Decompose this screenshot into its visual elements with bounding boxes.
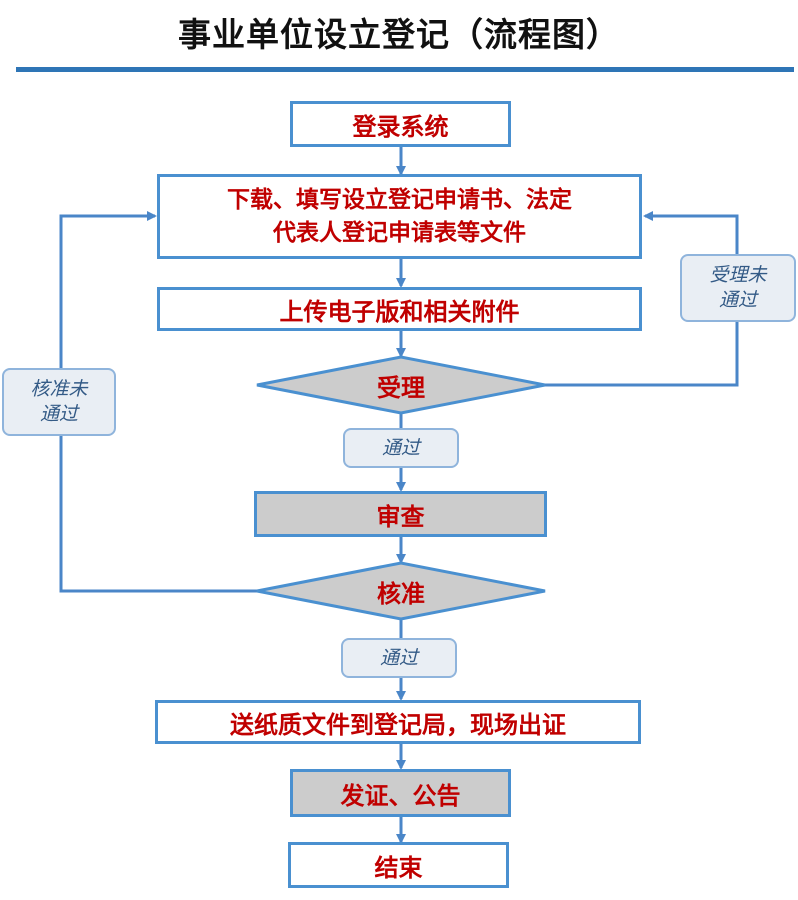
step-issue-label: 发证、公告 (340, 781, 461, 810)
step-end: 结束 (288, 842, 509, 888)
step-login-label: 登录系统 (352, 112, 449, 141)
step-download-line2: 代表人登记申请表等文件 (273, 219, 526, 246)
step-login: 登录系统 (290, 101, 511, 147)
tag-pass-accept-label: 通过 (381, 436, 420, 459)
step-upload: 上传电子版和相关附件 (157, 287, 642, 331)
approve-diamond (256, 561, 546, 621)
tag-not-approved-line2: 通过 (39, 403, 78, 425)
tag-not-approved-line1: 核准未 (30, 378, 88, 400)
title-divider (16, 67, 794, 72)
step-accept-label: 受理 (377, 373, 425, 402)
step-review-label: 审查 (376, 502, 425, 531)
step-end-label: 结束 (374, 853, 423, 882)
step-approve-label: 核准 (377, 579, 425, 608)
step-deliver-label: 送纸质文件到登记局，现场出证 (230, 710, 566, 739)
tag-pass-approve-label: 通过 (379, 646, 418, 669)
step-accept: 受理 (257, 357, 545, 413)
tag-not-approved: 核准未 通过 (2, 368, 116, 436)
step-download-forms: 下载、填写设立登记申请书、法定 代表人登记申请表等文件 (157, 174, 642, 259)
tag-not-accepted-line2: 通过 (718, 289, 757, 311)
page-title: 事业单位设立登记（流程图） (178, 15, 620, 54)
tag-pass-approve: 通过 (341, 638, 457, 678)
step-review: 审查 (254, 491, 547, 537)
step-approve: 核准 (257, 563, 545, 619)
tag-not-accepted-line1: 受理未 (709, 264, 767, 286)
accept-diamond (256, 355, 546, 415)
step-deliver-paper: 送纸质文件到登记局，现场出证 (155, 700, 641, 744)
tag-not-accepted: 受理未 通过 (680, 254, 796, 322)
step-upload-label: 上传电子版和相关附件 (279, 297, 520, 326)
step-download-line1: 下载、填写设立登记申请书、法定 (227, 186, 572, 213)
step-issue-announce: 发证、公告 (290, 769, 511, 817)
tag-pass-accept: 通过 (343, 428, 459, 468)
